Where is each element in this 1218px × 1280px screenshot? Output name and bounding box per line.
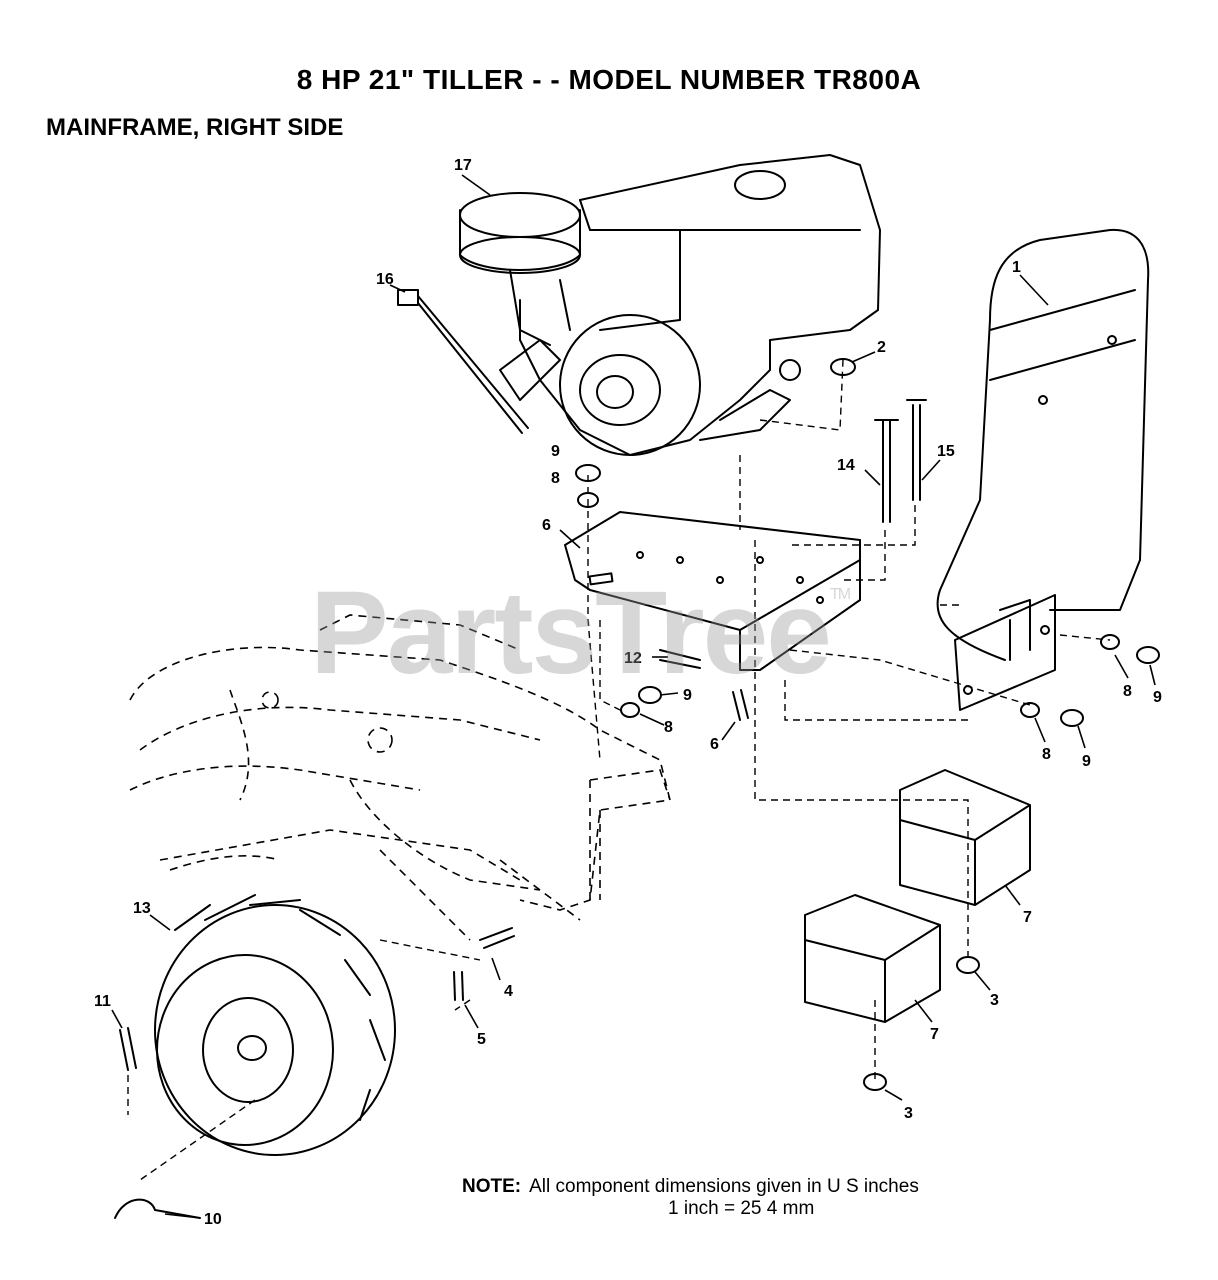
callout-11: 10 bbox=[204, 1211, 222, 1228]
section-subtitle: MAINFRAME, RIGHT SIDE bbox=[46, 114, 344, 141]
callout-17: 17 bbox=[454, 157, 472, 174]
callout-13: 13 bbox=[133, 900, 151, 917]
callout-4: 6 bbox=[710, 736, 719, 753]
dimensions-note: NOTE: All component dimensions given in U… bbox=[462, 1176, 919, 1220]
callout-7a: 7 bbox=[1023, 909, 1032, 926]
callout-15: 15 bbox=[937, 443, 955, 460]
callout-leaders bbox=[111, 174, 1156, 1219]
tiller-body-outline bbox=[129, 614, 671, 941]
assembly-lines bbox=[127, 359, 1111, 1181]
callout-16: 16 bbox=[376, 271, 394, 288]
watermark: PartsTreeTM bbox=[310, 565, 851, 701]
callout-7b: 7 bbox=[930, 1026, 939, 1043]
watermark-text: PartsTree bbox=[310, 567, 832, 699]
callout-9d: 9 bbox=[1082, 753, 1091, 770]
callout-5: 6 bbox=[542, 517, 551, 534]
diagram-title: 8 HP 21" TILLER - - MODEL NUMBER TR800A bbox=[296, 64, 922, 95]
wheel-tire bbox=[154, 894, 396, 1156]
engine bbox=[459, 154, 881, 456]
mounting-plate bbox=[564, 511, 861, 671]
callout-9c: 9 bbox=[1153, 689, 1162, 706]
callout-12: 11 bbox=[94, 993, 111, 1010]
callout-3b: 3 bbox=[904, 1105, 913, 1122]
callout-6a: 4 bbox=[504, 983, 513, 1000]
hardware bbox=[114, 358, 1160, 1219]
trademark-mark: TM bbox=[829, 586, 851, 603]
note-line-2: 1 inch = 25 4 mm bbox=[668, 1198, 815, 1219]
callout-9b: 9 bbox=[683, 687, 692, 704]
callout-1: 1 bbox=[1012, 259, 1021, 276]
note-label: NOTE: bbox=[462, 1176, 522, 1197]
note-line-1: All component dimensions given in U S in… bbox=[529, 1176, 919, 1197]
cable-tie bbox=[397, 289, 529, 434]
callout-14: 14 bbox=[837, 457, 855, 474]
callout-3a: 3 bbox=[990, 992, 999, 1009]
callout-8b: 8 bbox=[664, 719, 673, 736]
callout-labels: 17 1 2 16 9 8 14 15 6 12 9 8 6 8 9 8 9 7… bbox=[94, 157, 1162, 1228]
callout-8d: 8 bbox=[1042, 746, 1051, 763]
callout-2: 2 bbox=[877, 339, 886, 356]
callout-9a: 9 bbox=[551, 443, 560, 460]
callout-6b: 5 bbox=[477, 1031, 486, 1048]
foam-blocks bbox=[804, 769, 1031, 1023]
callout-10: 12 bbox=[624, 650, 642, 667]
callout-8a: 8 bbox=[551, 470, 560, 487]
callout-8c: 8 bbox=[1123, 683, 1132, 700]
